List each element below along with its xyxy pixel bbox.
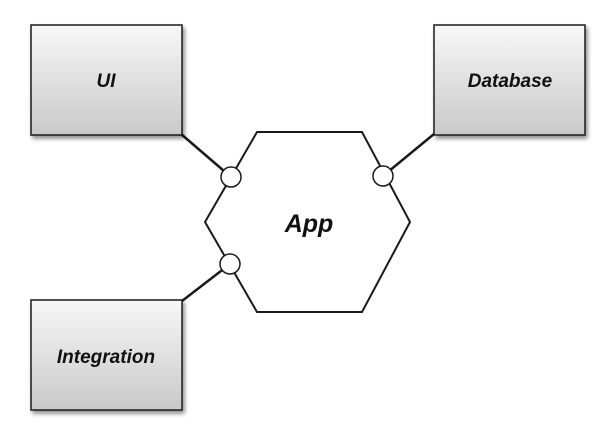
app-label: App [284,210,334,238]
port-ui [220,166,242,188]
connector-ui-app [180,133,232,178]
app-hexagon: App [203,131,412,313]
database-box [433,24,586,136]
port-integration [219,253,241,275]
integration-label: Integration [57,347,155,368]
port-database [372,165,394,187]
database-label: Database [468,71,553,92]
ui-label: UI [97,71,117,92]
integration-box [30,299,183,411]
connector-database-app [382,133,435,177]
ui-box [30,24,183,136]
